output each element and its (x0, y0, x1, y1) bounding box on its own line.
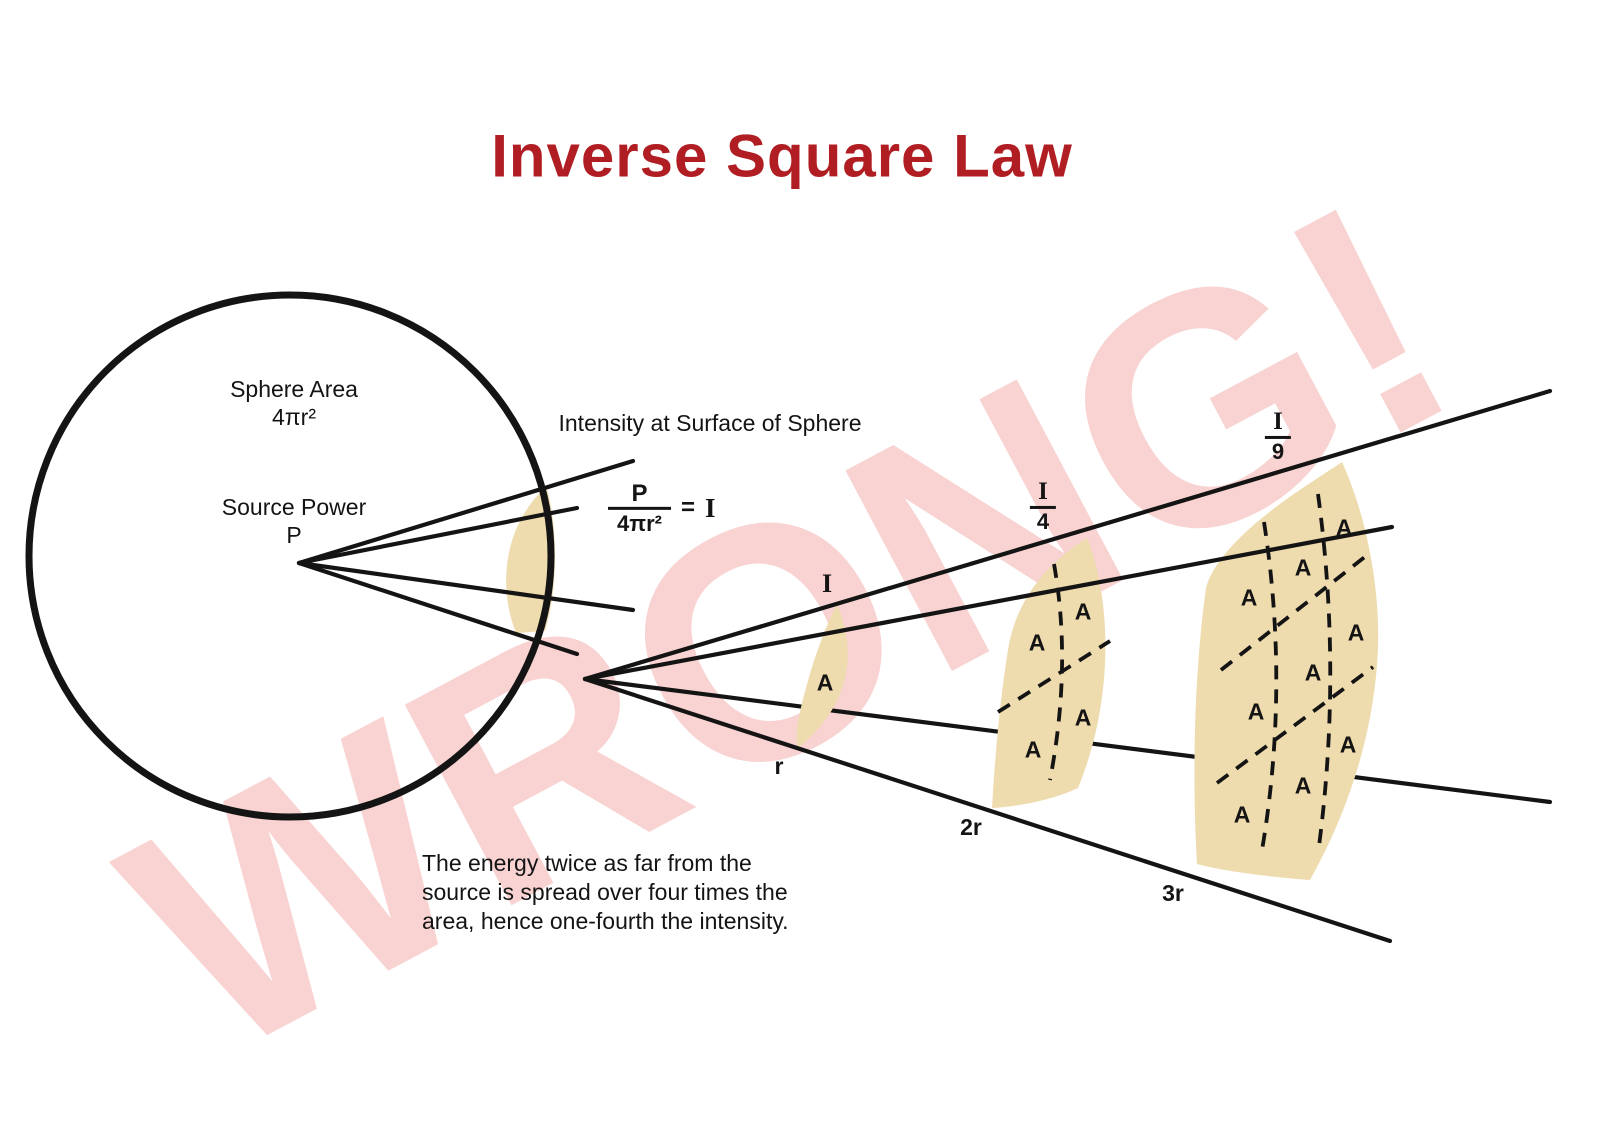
area-label: A (1347, 619, 1365, 646)
intensity-at-3r-fraction: I 9 (1264, 407, 1292, 463)
intensity-ray-top (582, 388, 1553, 682)
area-label: A (1028, 629, 1046, 656)
patch-at-2r (992, 538, 1106, 808)
formula-denominator: 4πr² (608, 507, 671, 535)
sphere-circle (25, 291, 555, 821)
patch-at-3r (1194, 462, 1379, 880)
area-label: A (1294, 554, 1312, 581)
sphere-area-formula: 4πr² (272, 404, 316, 430)
source-ray-upper-mid (296, 505, 580, 566)
intensity-rays (582, 388, 1553, 944)
area-label: A (1339, 731, 1357, 758)
radius-label-3r: 3r (1162, 880, 1184, 906)
caption-line-1: The energy twice as far from the (422, 850, 752, 876)
intensity-at-2r-fraction: I 4 (1029, 477, 1057, 533)
formula-fraction: P 4πr² (608, 481, 671, 535)
intensity-formula: P 4πr² = I (608, 481, 716, 535)
source-power-text: Source Power (221, 494, 367, 520)
area-label: A (1335, 514, 1353, 541)
area-label: A (1247, 698, 1265, 725)
source-ray-top (296, 458, 636, 566)
source-ray-bottom (296, 560, 580, 657)
intensity-ray-upper-mid (582, 524, 1395, 682)
radius-label-r: r (774, 753, 784, 779)
intensity-2r-numerator: I (1038, 477, 1048, 505)
intensity-ray-bottom (582, 676, 1393, 944)
area-label: A (1074, 598, 1092, 625)
formula-equals: = (680, 494, 695, 521)
patch-3r-latitude-dash-1 (1219, 554, 1368, 672)
formula-numerator: P (631, 479, 648, 507)
source-power-label: Source Power P (222, 493, 366, 549)
sphere-area-label: Sphere Area 4πr² (230, 375, 358, 431)
area-label: A (1304, 659, 1322, 686)
area-label: A (1074, 704, 1092, 731)
source-ray-lower-mid (296, 560, 636, 613)
radius-label-2r: 2r (960, 814, 982, 840)
intensity-2r-denominator: 4 (1029, 505, 1057, 533)
area-label: A (1294, 772, 1312, 799)
page-title: Inverse Square Law (491, 122, 1073, 190)
intensity-at-r-label: I (821, 569, 833, 598)
intensity-3r-denominator: 9 (1264, 435, 1292, 463)
source-power-symbol: P (286, 522, 302, 548)
patch-3r-meridian-dash-1 (1259, 521, 1279, 857)
patch-at-r (796, 604, 848, 748)
caption-line-2: source is spread over four times the (422, 879, 788, 905)
formula-result: I (704, 492, 716, 523)
patch-3r-latitude-dash-2 (1215, 665, 1375, 785)
patch-3r-meridian-dash-2 (1316, 493, 1333, 847)
area-label: A (1233, 801, 1251, 828)
intensity-3r-numerator: I (1273, 407, 1283, 435)
caption-line-3: area, hence one-fourth the intensity. (422, 908, 789, 934)
sphere-area-text: Sphere Area (230, 376, 358, 402)
area-label: A (1240, 584, 1258, 611)
area-label: A (1024, 736, 1042, 763)
area-label: A (816, 669, 834, 696)
source-rays (296, 458, 636, 657)
intensity-heading: Intensity at Surface of Sphere (558, 410, 862, 436)
caption: The energy twice as far from the source … (422, 849, 789, 936)
